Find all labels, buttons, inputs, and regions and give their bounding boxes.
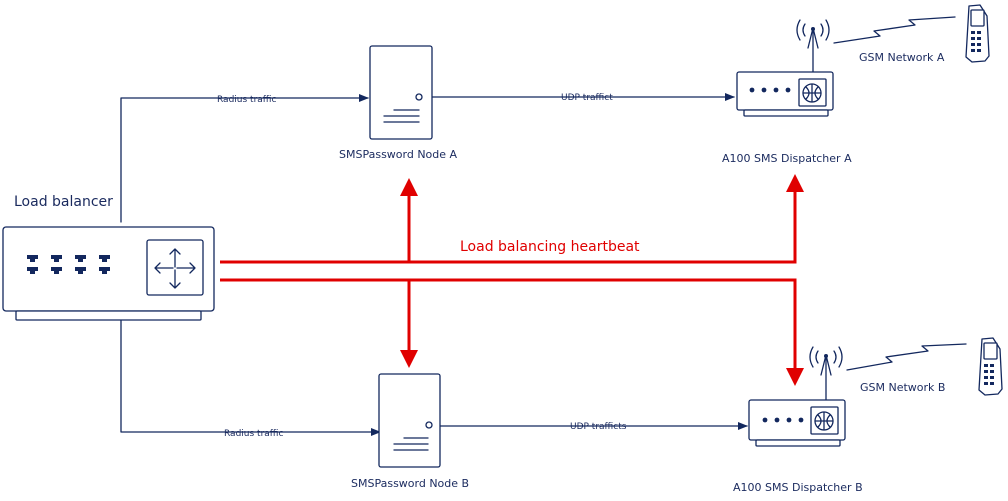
heartbeat-arrow-dispatcher-a — [786, 174, 804, 192]
mobile-phone-icon — [965, 4, 990, 63]
radius-traffic-label-a: Radius traffic — [217, 95, 276, 105]
radius-traffic-link-a — [120, 94, 369, 223]
load-balancer-label: Load balancer — [14, 194, 113, 210]
heartbeat-arrow-node-a — [400, 178, 418, 196]
heartbeat-arrow-node-b — [400, 350, 418, 368]
gsm-b-label: GSM Network B — [860, 381, 945, 394]
node-b-label: SMSPassword Node B — [351, 477, 469, 490]
server-tower-icon — [369, 45, 433, 140]
heartbeat-arrow-dispatcher-b — [786, 368, 804, 386]
udp-traffic-label-a: UDP traffict — [561, 93, 613, 103]
router-switch-icon — [2, 226, 215, 321]
dispatcher-b-label: A100 SMS Dispatcher B — [733, 481, 863, 494]
heartbeat-links — [220, 174, 804, 386]
gsm-modem-icon — [748, 343, 967, 447]
heartbeat-label: Load balancing heartbeat — [460, 239, 640, 255]
dispatcher-a-label: A100 SMS Dispatcher A — [722, 152, 852, 165]
gsm-modem-icon — [736, 16, 956, 117]
server-tower-icon — [378, 373, 441, 468]
radius-traffic-link-b — [120, 315, 381, 436]
mobile-phone-icon — [978, 337, 1003, 396]
radius-traffic-label-b: Radius traffic — [224, 429, 283, 439]
gsm-a-label: GSM Network A — [859, 51, 945, 64]
udp-traffic-label-b: UDP trafficts — [570, 422, 627, 432]
node-a-label: SMSPassword Node A — [339, 148, 458, 161]
